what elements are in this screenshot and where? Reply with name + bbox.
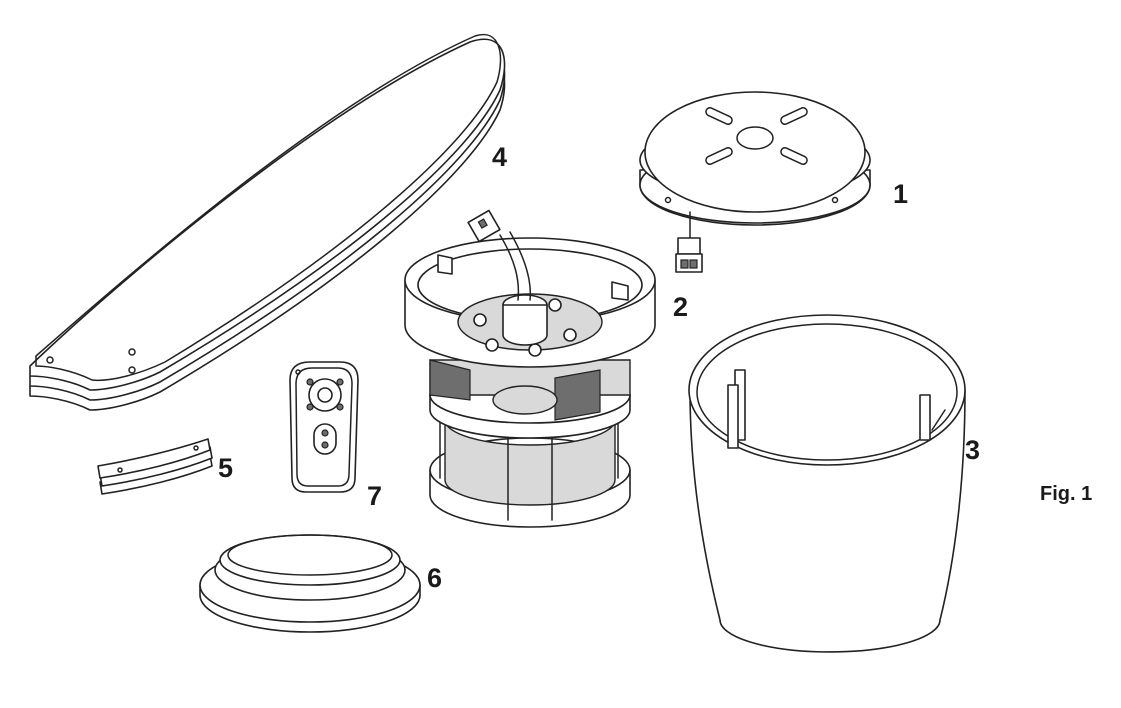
callout-6: 6 [427, 563, 443, 593]
blade-brackets [97, 438, 213, 495]
callout-3: 3 [965, 435, 981, 465]
blade-hole [128, 366, 136, 374]
callout-2: 2 [673, 292, 689, 322]
callout-1: 1 [893, 179, 909, 209]
callout-7: 7 [367, 481, 383, 511]
callout-4: 4 [492, 142, 508, 172]
motor-assembly [404, 209, 656, 528]
callout-5: 5 [218, 453, 234, 483]
housing-shell [688, 314, 966, 653]
light-cover [199, 534, 421, 633]
blade-hole [128, 348, 136, 356]
mounting-plate [639, 91, 871, 273]
remote-control [289, 361, 359, 493]
blade-hole [46, 356, 54, 364]
figure-label: Fig. 1 [1040, 483, 1093, 505]
fan-blade [29, 33, 506, 411]
